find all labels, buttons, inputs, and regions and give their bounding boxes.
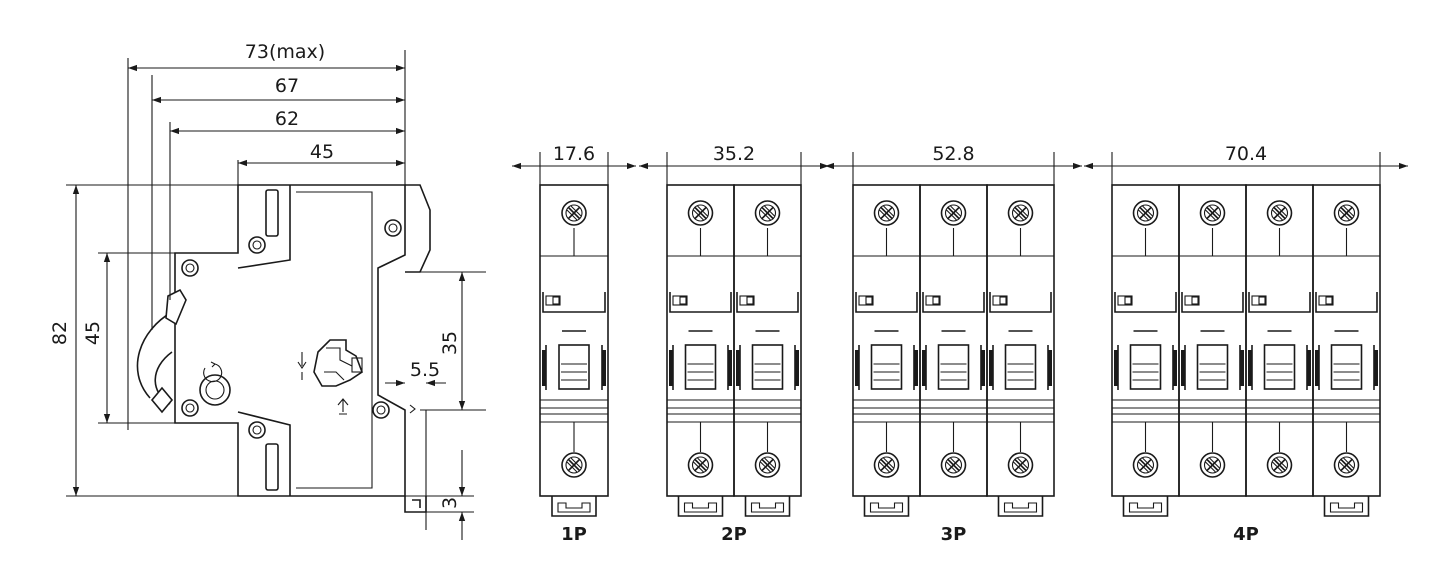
dim-text-45h: 45 — [82, 321, 104, 345]
side-view: 73(max) 67 62 45 82 45 35 5.5 3 — [49, 41, 486, 540]
front-view-4p: 70.4 4P — [1084, 143, 1408, 545]
width-dimension-text: 70.4 — [1225, 143, 1267, 165]
dim-text-73max: 73(max) — [245, 41, 325, 63]
pole-label: 2P — [721, 524, 747, 545]
side-handle-arc — [136, 311, 173, 405]
dim-text-35: 35 — [439, 331, 461, 355]
pole — [1111, 184, 1180, 497]
dim-text-67: 67 — [275, 75, 299, 97]
down-arrow-icon — [297, 352, 307, 380]
width-dimension-text: 52.8 — [932, 143, 974, 165]
din-clip — [1122, 496, 1169, 517]
dim-text-45w: 45 — [310, 141, 334, 163]
front-views: 17.6 1P 35.2 2P 52.8 3P 70.4 4P — [512, 143, 1408, 545]
pole — [919, 184, 988, 497]
side-handle-top — [165, 288, 187, 326]
side-extension-lines — [66, 50, 486, 530]
front-view-2p: 35.2 2P — [639, 143, 829, 545]
side-front-bump — [405, 184, 431, 273]
pole — [986, 184, 1055, 497]
front-view-1p: 17.6 1P — [512, 143, 636, 545]
rotate-arrow-icon — [203, 361, 223, 383]
pole-label: 1P — [561, 524, 587, 545]
pole — [666, 184, 735, 497]
din-clip — [744, 496, 791, 517]
front-view-3p: 52.8 3P — [825, 143, 1082, 545]
din-clip — [997, 496, 1044, 517]
side-handle-bottom — [150, 386, 174, 414]
pole — [1312, 184, 1381, 497]
side-knob — [199, 374, 231, 406]
dim-text-82: 82 — [49, 321, 71, 345]
width-dimension-text: 35.2 — [713, 143, 755, 165]
pole-label: 4P — [1233, 524, 1259, 545]
side-mechanism — [297, 339, 363, 415]
side-din-clip — [404, 496, 427, 513]
pole-label: 3P — [941, 524, 967, 545]
dim-text-62: 62 — [275, 108, 299, 130]
pole — [852, 184, 921, 497]
pole — [539, 184, 609, 497]
din-clip — [1323, 496, 1370, 517]
side-recess — [237, 185, 291, 496]
pole — [733, 184, 802, 497]
din-clip — [551, 496, 597, 517]
width-dimension-text: 17.6 — [553, 143, 595, 165]
side-slot-bottom — [265, 443, 279, 491]
up-arrow-icon — [337, 398, 349, 415]
side-slot-top — [265, 189, 279, 237]
pole — [1178, 184, 1247, 497]
dim-text-3: 3 — [439, 497, 461, 509]
pole — [1245, 184, 1314, 497]
din-clip — [677, 496, 724, 517]
din-clip — [863, 496, 910, 517]
side-recess-inner — [296, 191, 373, 489]
side-rivets — [181, 219, 402, 439]
side-clip-hook — [409, 404, 416, 414]
dim-text-5-5: 5.5 — [410, 359, 440, 381]
